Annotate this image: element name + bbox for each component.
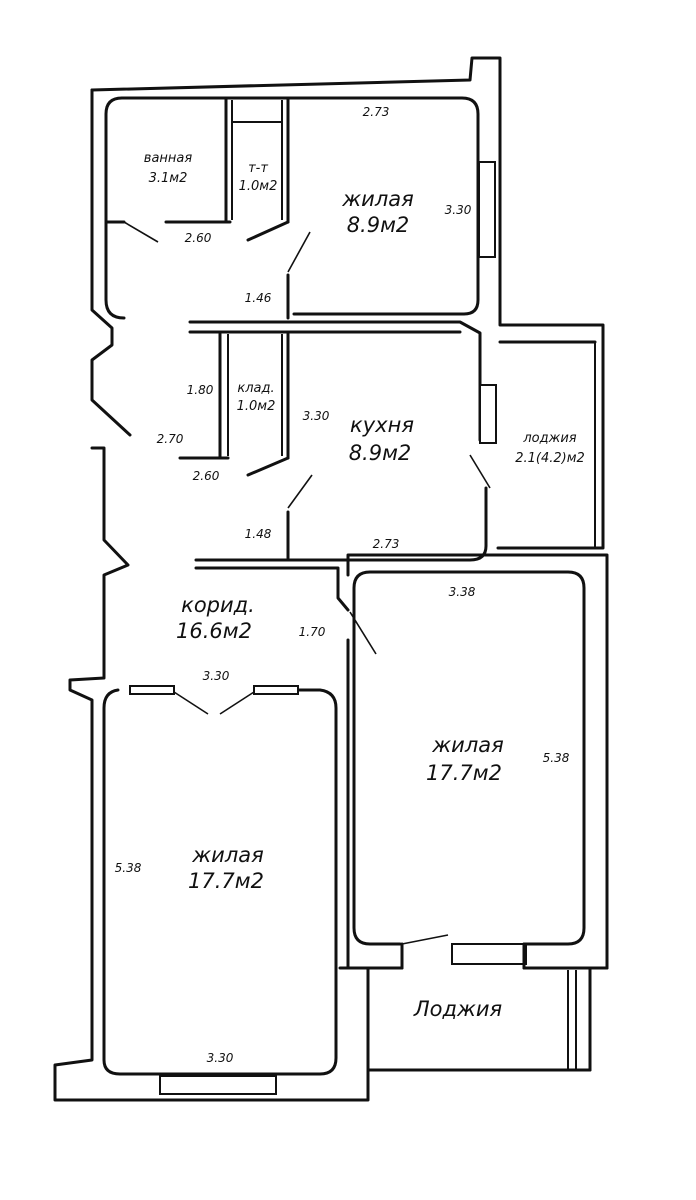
room-name-corridor: корид. [181,593,255,617]
room-area-corridor: 16.6м2 [176,619,252,643]
left-living-zone [102,638,350,1095]
room-area-loggia-small: 2.1(4.2)м2 [515,451,585,466]
room-area-wc: 1.0м2 [239,179,278,194]
room-name-loggia-small: лоджия [522,431,576,446]
top-zone [104,96,496,320]
dimension-label: 2.73 [363,105,390,119]
dimension-label: 1.80 [187,383,214,397]
dimension-label: 2.60 [185,231,212,245]
dimension-label: 3.30 [445,203,472,217]
room-name-living-left: жилая [191,843,264,867]
room-area-storage: 1.0м2 [237,399,276,414]
room-area-kitchen: 8.9м2 [349,441,412,465]
room-name-storage: клад. [237,381,274,396]
dimension-label: 2.60 [193,469,220,483]
room-name-living-top: жилая [341,187,414,211]
room-name-bath: ванная [144,151,193,166]
dimension-label: 2.73 [373,537,400,551]
dimension-label: 5.38 [543,751,570,765]
dimension-label: 2.70 [157,432,184,446]
dimension-label: 1.46 [245,291,272,305]
room-name-kitchen: кухня [350,413,414,437]
dimension-label: 5.38 [115,861,142,875]
dimension-label: 3.30 [303,409,330,423]
dimension-label: 1.48 [245,527,272,541]
room-area-bath: 3.1м2 [149,171,188,186]
dimension-label: 3.38 [449,585,476,599]
dimension-label: 1.70 [299,625,326,639]
room-name-loggia-bottom: Лоджия [413,997,502,1021]
dimension-label: 3.30 [203,669,230,683]
right-living-zone [194,566,609,1072]
room-name-living-right: жилая [431,733,504,757]
room-area-living-right: 17.7м2 [426,761,502,785]
dimension-label: 3.30 [207,1051,234,1065]
room-area-living-top: 8.9м2 [347,213,410,237]
kitchen-zone [178,332,597,562]
room-area-living-left: 17.7м2 [188,869,264,893]
room-name-wc: т-т [248,161,268,176]
